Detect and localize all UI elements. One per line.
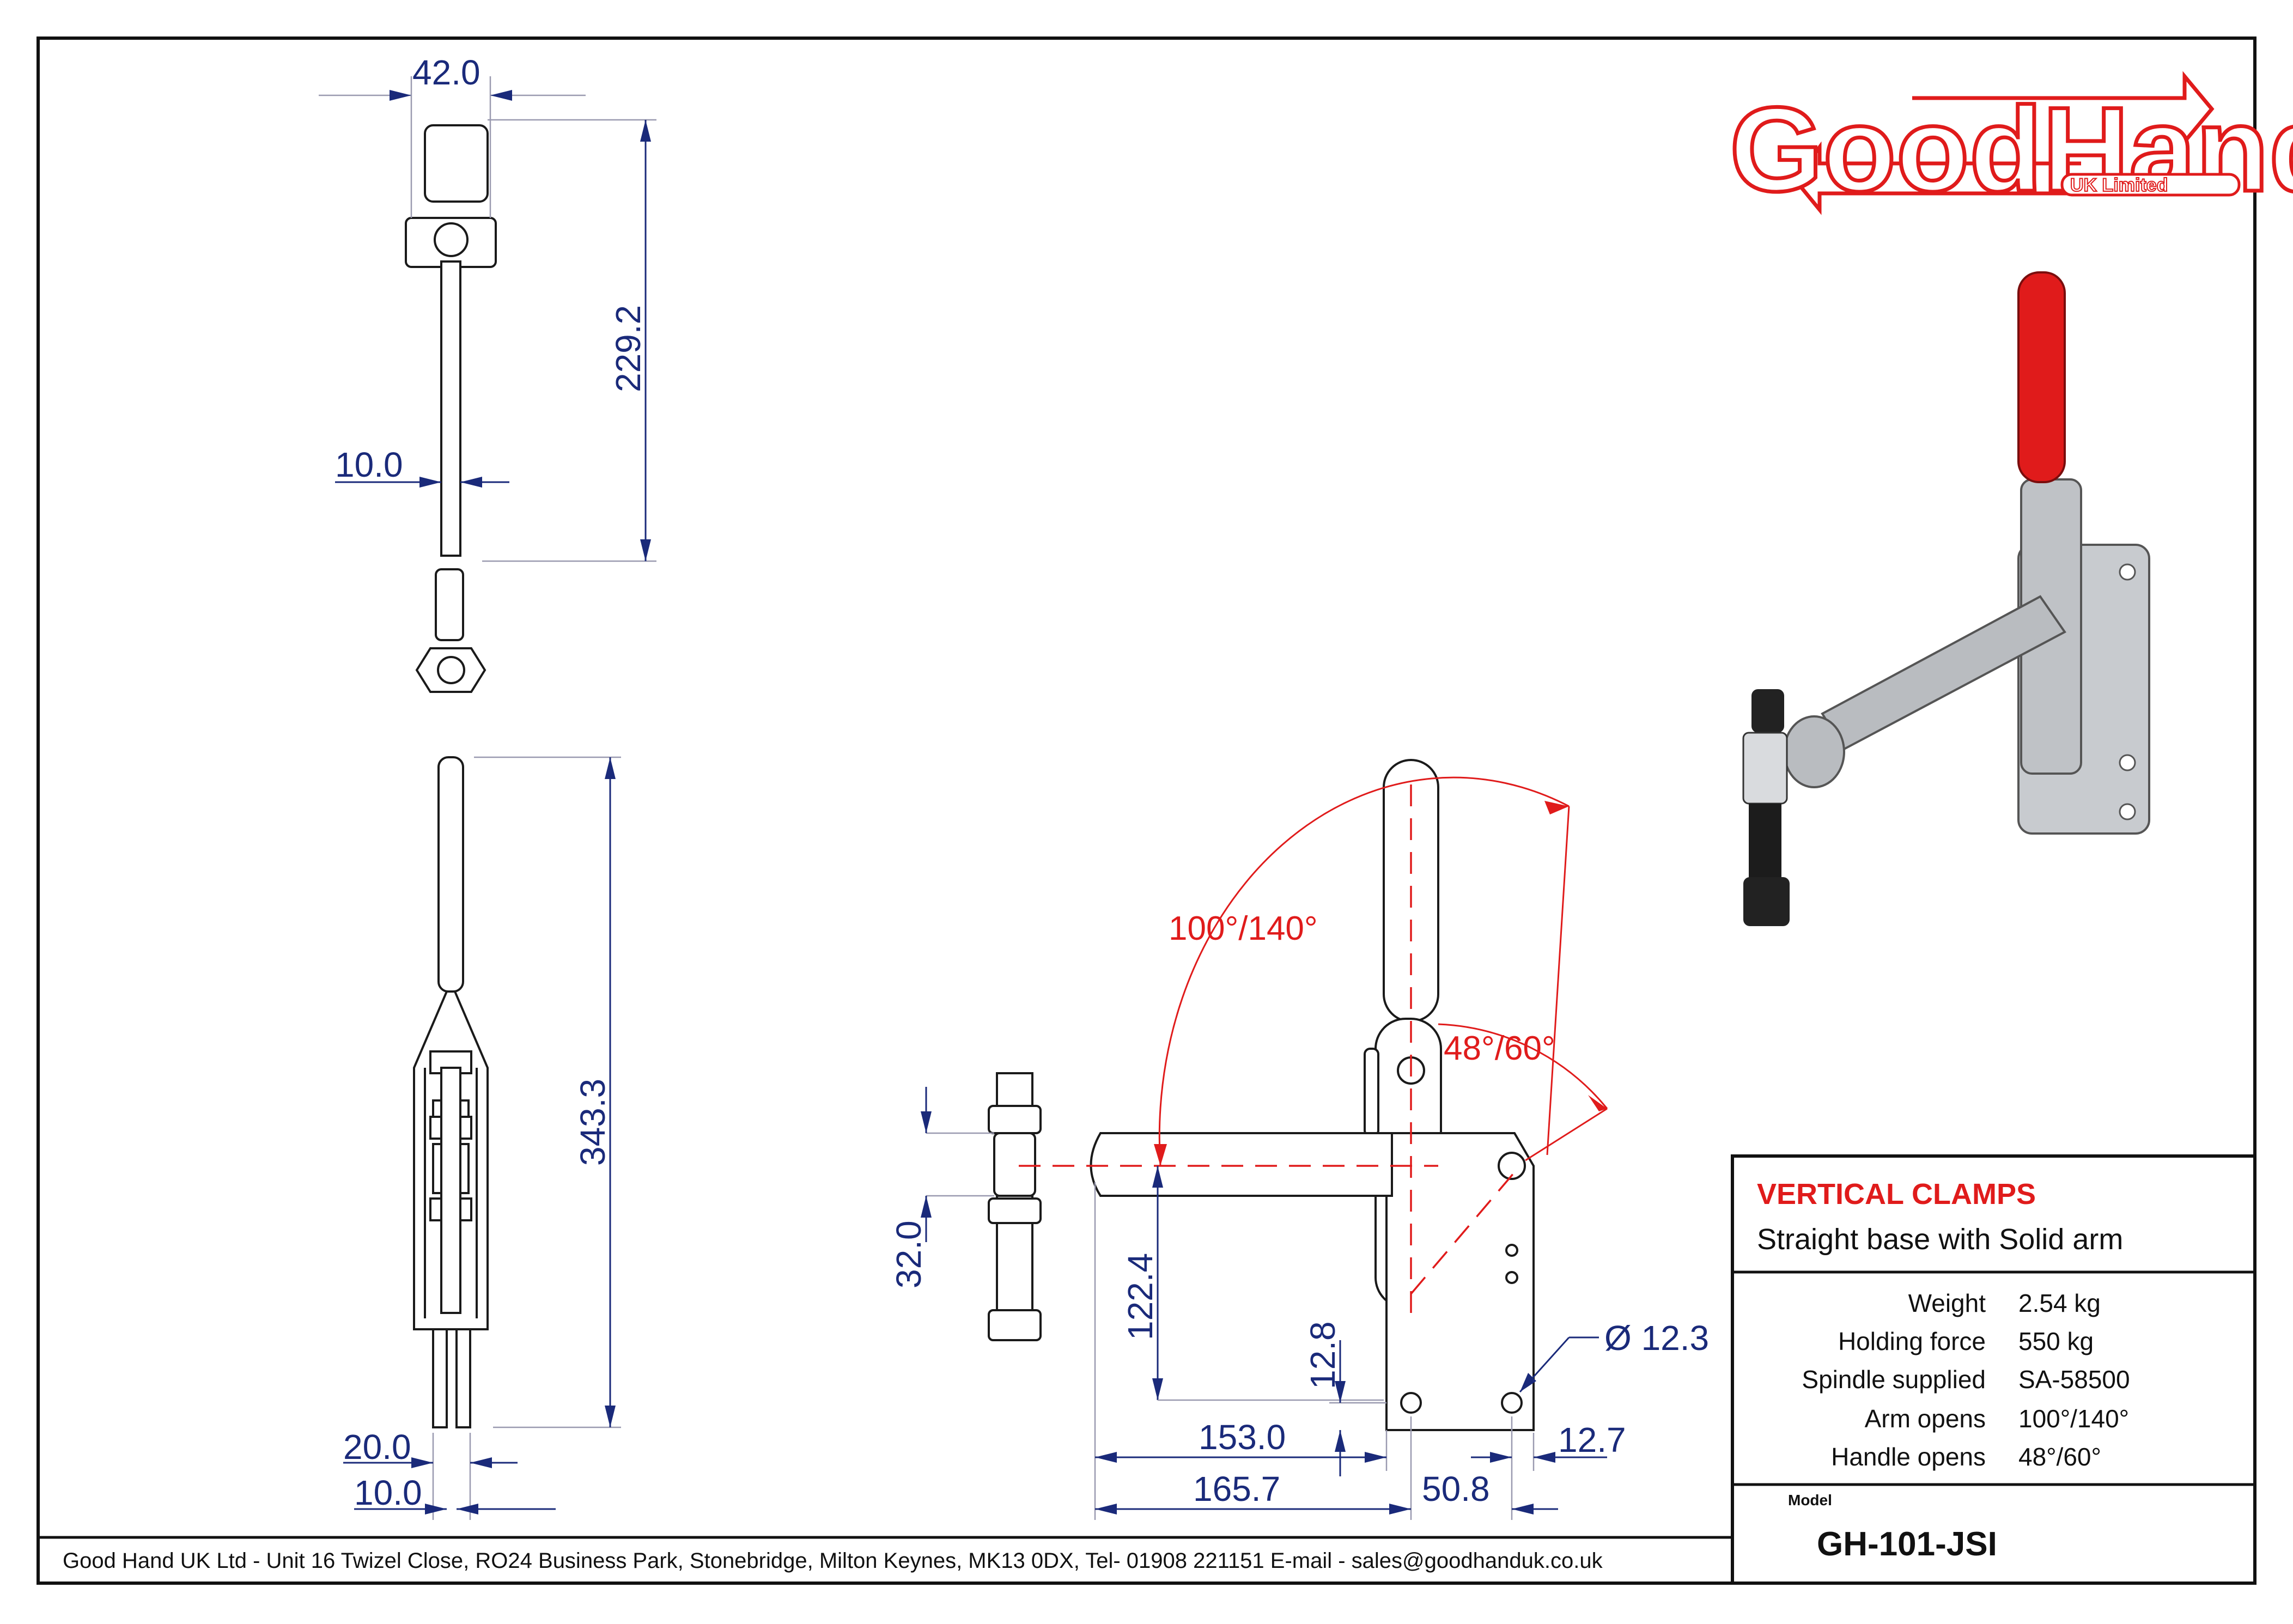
handle-grip	[2017, 271, 2066, 483]
dim-height-12: 12.8	[1303, 1321, 1342, 1389]
goodhand-logo: GoodHand UK Limited	[1728, 71, 2293, 218]
spec-label-arm-opens: Arm opens	[1865, 1404, 1986, 1433]
dim-arm-angle: 100°/140°	[1169, 910, 1318, 947]
spec-label-holding-force: Holding force	[1838, 1327, 1986, 1355]
dim-len-12-7: 12.7	[1558, 1420, 1626, 1459]
model-label: Model	[1788, 1492, 1832, 1509]
title-block: VERTICAL CLAMPS Straight base with Solid…	[1731, 1154, 2256, 1585]
dim-len-50: 50.8	[1422, 1469, 1490, 1509]
clamp-3d-render	[1742, 271, 2150, 926]
spec-value-spindle: SA-58500	[2018, 1365, 2130, 1394]
spec-value-holding-force: 550 kg	[2018, 1327, 2094, 1355]
dim-spindle-gap: 32.0	[889, 1220, 928, 1288]
spec-label-handle-opens: Handle opens	[1831, 1443, 1986, 1471]
spec-value-weight: 2.54 kg	[2018, 1289, 2101, 1317]
dim-len-153: 153.0	[1199, 1418, 1286, 1457]
footer-address: Good Hand UK Ltd - Unit 16 Twizel Close,…	[63, 1549, 1603, 1573]
dim-top-width: 42.0	[412, 53, 481, 92]
top-view: 42.0 229.2 10.0	[319, 53, 656, 693]
dim-hole-dia: Ø 12.3	[1604, 1318, 1709, 1358]
side-view: 100°/140° 48°/60° 32.0 122.4 12.8 153.0	[889, 759, 1709, 1520]
dim-front-w1: 20.0	[343, 1427, 411, 1467]
spec-label-spindle: Spindle supplied	[1802, 1365, 1986, 1394]
dim-len-165: 165.7	[1193, 1469, 1280, 1509]
model-number: GH-101-JSI	[1817, 1525, 1997, 1563]
dim-front-w2: 10.0	[354, 1473, 422, 1512]
title-category: VERTICAL CLAMPS	[1757, 1178, 2036, 1211]
spec-value-arm-opens: 100°/140°	[2018, 1404, 2129, 1433]
logo-subtext: UK Limited	[2070, 175, 2168, 196]
spec-label-weight: Weight	[1908, 1289, 1986, 1317]
title-description: Straight base with Solid arm	[1757, 1223, 2123, 1256]
dim-front-height: 343.3	[573, 1079, 612, 1166]
front-view: 343.3 20.0 10.0	[343, 756, 621, 1520]
spec-value-handle-opens: 48°/60°	[2018, 1443, 2101, 1471]
dim-top-rod: 10.0	[335, 445, 403, 484]
dim-handle-angle: 48°/60°	[1444, 1030, 1555, 1067]
sheet-border	[37, 37, 2256, 1585]
dim-top-height: 229.2	[609, 305, 648, 392]
dim-height-122: 122.4	[1121, 1253, 1160, 1340]
